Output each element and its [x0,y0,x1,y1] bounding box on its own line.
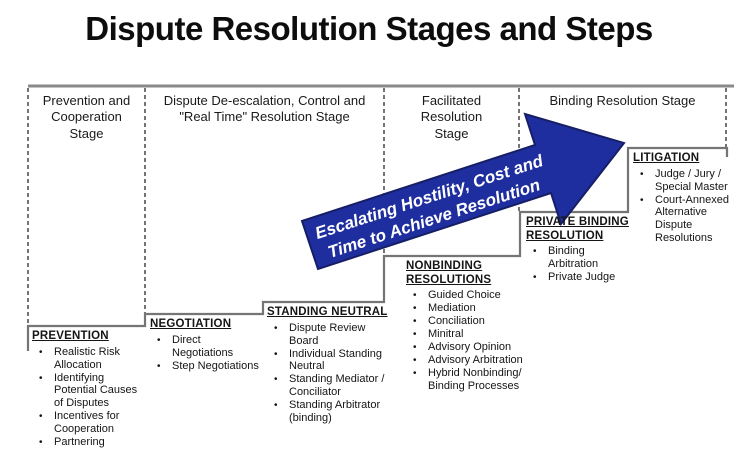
bullet-icon: • [413,290,417,302]
list-item: • Binding Arbitration [526,245,628,271]
escalation-arrow [300,112,626,271]
list-item: • Advisory Opinion [406,341,530,354]
bullet-icon: • [274,322,278,334]
list-item: • Court-Annexed Alternative Dispute Reso… [633,194,735,246]
list-item: • Direct Negotiations [150,334,264,360]
list-item: • Judge / Jury / Special Master [633,168,735,194]
bullet-icon: • [274,374,278,386]
list-item: • Advisory Arbitration [406,354,530,367]
list-item: • Realistic Risk Allocation [32,346,142,372]
step-nonbinding-resolutions: NONBINDING RESOLUTIONS • Guided Choice •… [406,260,530,393]
list-item: • Standing Arbitrator (binding) [267,399,391,425]
list-item: • Step Negotiations [150,360,264,373]
list-item: • Incentives for Cooperation [32,410,142,436]
bullet-icon: • [640,194,644,206]
bullet-icon: • [39,411,43,423]
step-litigation: LITIGATION • Judge / Jury / Special Mast… [633,152,735,245]
bullet-icon: • [413,368,417,380]
bullet-icon: • [157,334,161,346]
staircase-line [26,146,729,351]
list-item: • Hybrid Nonbinding/ Binding Processes [406,367,530,393]
step-title-litigation: LITIGATION [633,152,700,164]
page-title: Dispute Resolution Stages and Steps [85,10,653,47]
step-title-nonbinding: NONBINDING RESOLUTIONS [406,260,492,286]
stage-label-binding: Binding Resolution Stage [549,93,696,108]
list-item: • Mediation [406,302,530,315]
bullet-icon: • [533,246,537,258]
stage-label-prevention-cooperation: Prevention and Cooperation Stage [42,93,131,141]
step-title-negotiation: NEGOTIATION [150,318,232,330]
bullet-icon: • [39,346,43,358]
list-item: • Minitral [406,328,530,341]
list-item: • Conciliation [406,315,530,328]
list-item: • Guided Choice [406,289,530,302]
bullet-icon: • [39,372,43,384]
step-prevention: PREVENTION • Realistic Risk Allocation •… [32,330,142,449]
bullet-icon: • [413,342,417,354]
stage-label-de-escalation: Dispute De-escalation, Control and "Real… [163,93,366,125]
list-item: • Standing Mediator / Conciliator [267,373,391,399]
step-title-private-binding: PRIVATE BINDING RESOLUTION [526,216,629,242]
list-item: • Identifying Potential Causes of Disput… [32,372,142,411]
step-private-binding-resolution: PRIVATE BINDING RESOLUTION • Binding Arb… [526,216,629,284]
list-item: • Individual Standing Neutral [267,348,391,374]
bullet-icon: • [274,348,278,360]
stage-label-facilitated: Facilitated Resolution Stage [420,93,483,141]
step-title-standing-neutral: STANDING NEUTRAL [267,306,388,318]
list-item: • Private Judge [526,271,628,284]
bullet-icon: • [533,272,537,284]
list-item: • Partnering [32,436,142,449]
bullet-icon: • [39,437,43,449]
bullet-icon: • [274,400,278,412]
bullet-icon: • [413,303,417,315]
stage-divider-dashed-lines [27,88,727,326]
bullet-icon: • [413,316,417,328]
list-item: • Dispute Review Board [267,322,391,348]
bullet-icon: • [413,329,417,341]
bullet-icon: • [640,168,644,180]
bullet-icon: • [413,355,417,367]
bullet-icon: • [157,360,161,372]
step-title-prevention: PREVENTION [32,330,109,342]
step-negotiation: NEGOTIATION • Direct Negotiations • Step… [150,318,264,373]
step-standing-neutral: STANDING NEUTRAL • Dispute Review Board … [267,306,391,425]
